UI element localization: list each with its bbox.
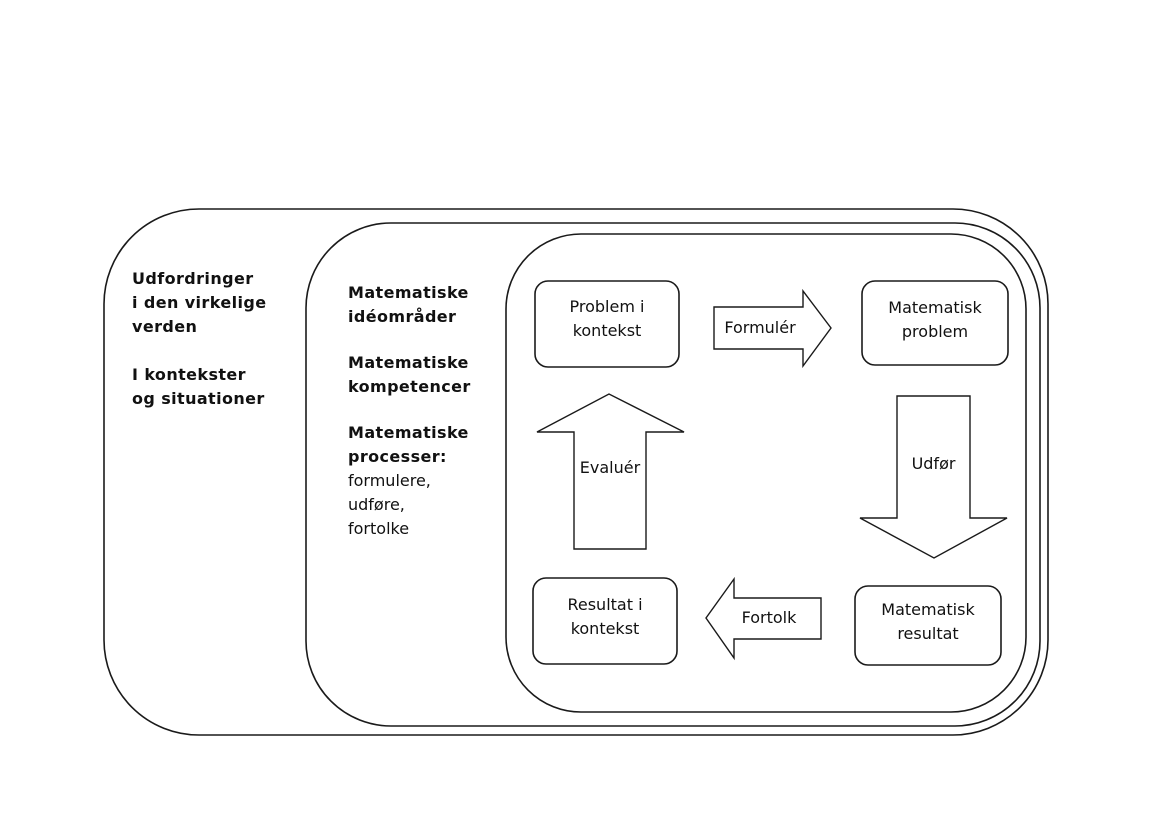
problem-in-context-line-2: kontekst [572,321,642,340]
result-in-context-label: Resultat i kontekst [533,593,677,641]
problem-in-context-line-1: Problem i [569,297,645,316]
real-world-line-1: Udfordringer [132,269,254,288]
arrow-formulate-label: Formulér [724,318,796,337]
spacer [348,399,471,421]
context-line-2: og situationer [132,389,265,408]
math-problem-label: Matematisk problem [862,296,1008,344]
arrow-employ [859,395,1008,559]
arrow-evaluate-label: Evaluér [579,458,641,477]
math-competencies-line-1: Matematiske [348,353,469,372]
math-problem-line-2: problem [901,322,969,341]
math-processes-line-2: processer: [348,447,447,466]
arrow-interpret [705,576,822,661]
middle-frame-mathematics [305,222,1041,727]
box-math-result [854,585,1002,666]
spacer [132,339,266,363]
real-world-line-2: i den virkelige [132,293,267,312]
arrow-employ-label: Udfør [911,454,956,473]
math-competencies-line-2: kompetencer [348,377,471,396]
math-ideas-line-1: Matematiske [348,283,469,302]
box-result-in-context [532,577,678,665]
arrow-formulate [713,288,832,369]
outer-frame-real-world [103,208,1049,736]
mathematics-label: Matematiske idéområder Matematiske kompe… [348,281,471,541]
math-result-line-2: resultat [897,624,959,643]
box-problem-in-context [534,280,680,368]
process-interpret: fortolke [348,519,410,538]
result-in-context-line-1: Resultat i [567,595,643,614]
inner-frame-cycle [505,233,1027,713]
process-employ: udføre, [348,495,405,514]
problem-in-context-label: Problem i kontekst [535,295,679,343]
real-world-line-3: verden [132,317,198,336]
math-result-label: Matematisk resultat [855,598,1001,646]
arrow-evaluate [536,393,685,550]
math-processes-line-1: Matematiske [348,423,469,442]
context-line-1: I kontekster [132,365,246,384]
box-math-problem [861,280,1009,366]
arrow-interpret-label: Fortolk [741,608,797,627]
math-ideas-line-2: idéområder [348,307,457,326]
math-result-line-1: Matematisk [881,600,975,619]
spacer [348,329,471,351]
result-in-context-line-2: kontekst [570,619,640,638]
process-formulate: formulere, [348,471,431,490]
math-problem-line-1: Matematisk [888,298,982,317]
real-world-label: Udfordringer i den virkelige verden I ko… [132,267,266,411]
